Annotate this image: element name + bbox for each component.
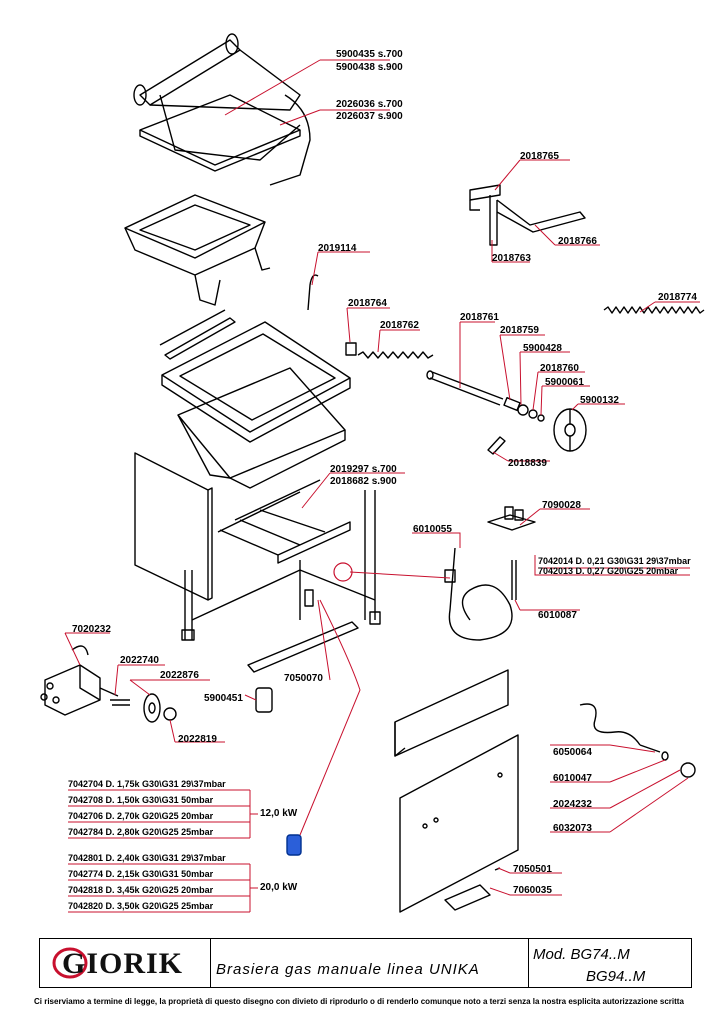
label-2019297: 2019297 s.700 [330, 464, 397, 475]
side-panel [134, 452, 213, 601]
label-7050070: 7050070 [284, 673, 323, 684]
injector-7050070 [304, 589, 314, 607]
spring [603, 306, 705, 314]
label-2018765: 2018765 [520, 151, 559, 162]
label-2022819: 2022819 [178, 734, 217, 745]
washer-2018760 [528, 409, 538, 419]
nut-6010047 [661, 751, 669, 761]
label-6010055: 6010055 [413, 524, 452, 535]
label-2026036: 2026036 s.700 [336, 99, 403, 110]
burner-tray [177, 367, 346, 489]
label-2019114: 2019114 [318, 243, 357, 254]
label-7050501: 7050501 [513, 864, 552, 875]
label-7060035: 7060035 [513, 885, 552, 896]
nozzle-row: 7042774 D. 2,15k G30\G31 50mbar [68, 869, 214, 879]
spacer-5900451 [255, 687, 273, 713]
label-2018764: 2018764 [348, 298, 387, 309]
label-2018682: 2018682 s.900 [330, 476, 397, 487]
thermocouple-wire [448, 547, 513, 641]
side-rails [159, 309, 236, 360]
handwheel [553, 408, 587, 452]
detail-callout [333, 562, 353, 582]
label-5900438: 5900438 s.900 [336, 62, 403, 73]
label-6032073: 6032073 [553, 823, 592, 834]
ignition-wire [579, 703, 641, 746]
label-2018759: 2018759 [500, 325, 539, 336]
gas-valve [40, 645, 119, 716]
lid-plate [139, 94, 301, 172]
pin-5900061 [537, 414, 545, 422]
label-5900435: 5900435 s.700 [336, 49, 403, 60]
bottom-rail [247, 621, 359, 673]
knob-bezel [143, 693, 161, 723]
label-5900132: 5900132 [580, 395, 619, 406]
cooking-pan [124, 194, 271, 306]
chassis [181, 490, 381, 641]
pilot-burner [487, 506, 536, 531]
electrode [639, 744, 661, 753]
igniter [444, 884, 491, 911]
model-cell [528, 938, 692, 988]
label-2018762: 2018762 [380, 320, 419, 331]
label-2026037: 2026037 s.900 [336, 111, 403, 122]
nut-2018764 [345, 342, 357, 356]
label-2018774: 2018774 [658, 292, 697, 303]
nozzle-row: 7042706 D. 2,70k G20\G25 20mbar [68, 811, 214, 821]
nozzle-row: 7042818 D. 3,45k G20\G25 20mbar [68, 885, 214, 895]
label-5900428: 5900428 [523, 343, 562, 354]
power-label: 12,0 kW [260, 808, 298, 819]
label-6010087: 6010087 [538, 610, 577, 621]
label-2022740: 2022740 [120, 655, 159, 666]
label-7042013: 7042013 D. 0,27 G20\G25 20mbar [538, 566, 679, 576]
label-7090028: 7090028 [542, 500, 581, 511]
label-2018761: 2018761 [460, 312, 499, 323]
knob-6032073 [680, 762, 696, 778]
label-2018839: 2018839 [508, 458, 547, 469]
product-description: Brasiera gas manuale linea UNIKA [216, 961, 480, 978]
label-2024232: 2024232 [553, 799, 592, 810]
label-2022876: 2022876 [160, 670, 199, 681]
burner-grid [217, 479, 351, 564]
label-5900451: 5900451 [204, 693, 243, 704]
nozzle-part [286, 834, 302, 856]
nozzle-row: 7042820 D. 3,50k G20\G25 25mbar [68, 901, 214, 911]
label-7020232: 7020232 [72, 624, 111, 635]
top-frame [161, 321, 351, 443]
nozzle-row: 7042708 D. 1,50k G30\G31 50mbar [68, 795, 214, 805]
logo-cell [39, 938, 211, 988]
knob-cap [163, 707, 177, 721]
label-7042014: 7042014 D. 0,21 G30\G31 29\37mbar [538, 556, 691, 566]
lid-frame [133, 33, 311, 186]
label-6010047: 6010047 [553, 773, 592, 784]
power-label: 20,0 kW [260, 882, 298, 893]
model-line-1: Mod. BG74..M [533, 946, 630, 963]
shaft [429, 371, 504, 406]
model-line-2: BG94..M [586, 968, 646, 985]
pilot-injector [511, 560, 517, 600]
copyright-notice: Ci riserviamo a termine di legge, la pro… [34, 997, 684, 1006]
label-2018763: 2018763 [492, 253, 531, 264]
label-5900061: 5900061 [545, 377, 584, 388]
label-6050064: 6050064 [553, 747, 592, 758]
label-2018760: 2018760 [540, 363, 579, 374]
tilt-bracket [469, 184, 586, 246]
washer-5900428 [517, 404, 529, 416]
threaded-rod [357, 351, 434, 359]
rod-2019114 [307, 274, 319, 311]
part-drawings [40, 33, 705, 913]
nozzle-row: 7042784 D. 2,80k G20\G25 25mbar [68, 827, 214, 837]
nozzle-row: 7042704 D. 1,75k G30\G31 29\37mbar [68, 779, 226, 789]
nozzle-row: 7042801 D. 2,40k G30\G31 29\37mbar [68, 853, 226, 863]
valve-spindle [110, 699, 130, 706]
brand-logo: GIORIK [62, 947, 184, 980]
label-2018766: 2018766 [558, 236, 597, 247]
back-splash [394, 669, 509, 757]
leader-lines [64, 59, 700, 913]
front-panel [399, 734, 519, 913]
screw-2018839 [487, 436, 506, 455]
